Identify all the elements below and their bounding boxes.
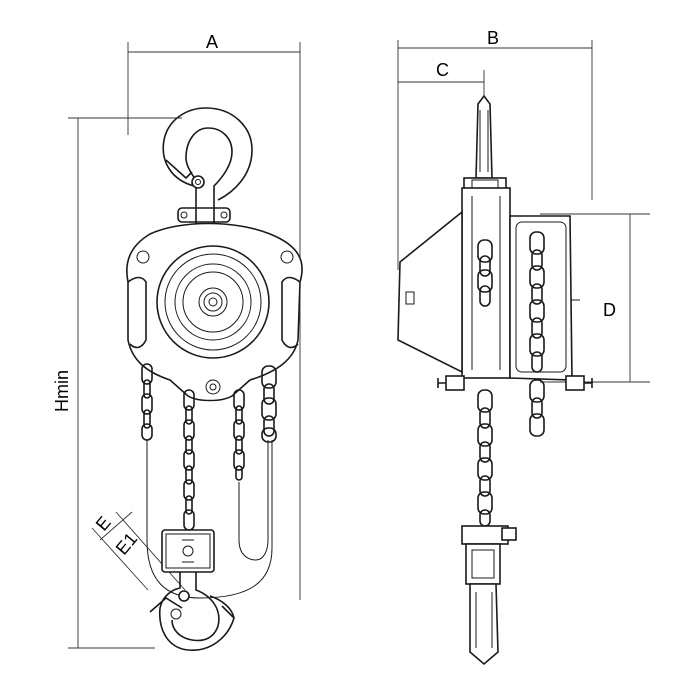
label-A: A xyxy=(206,32,218,52)
label-Hmin: Hmin xyxy=(52,370,72,412)
label-C: C xyxy=(436,60,449,80)
front-chains xyxy=(141,363,277,599)
front-view xyxy=(126,107,303,651)
label-D: D xyxy=(603,300,616,320)
side-view xyxy=(397,94,593,666)
dimension-lines xyxy=(68,40,650,649)
label-B: B xyxy=(487,28,499,48)
